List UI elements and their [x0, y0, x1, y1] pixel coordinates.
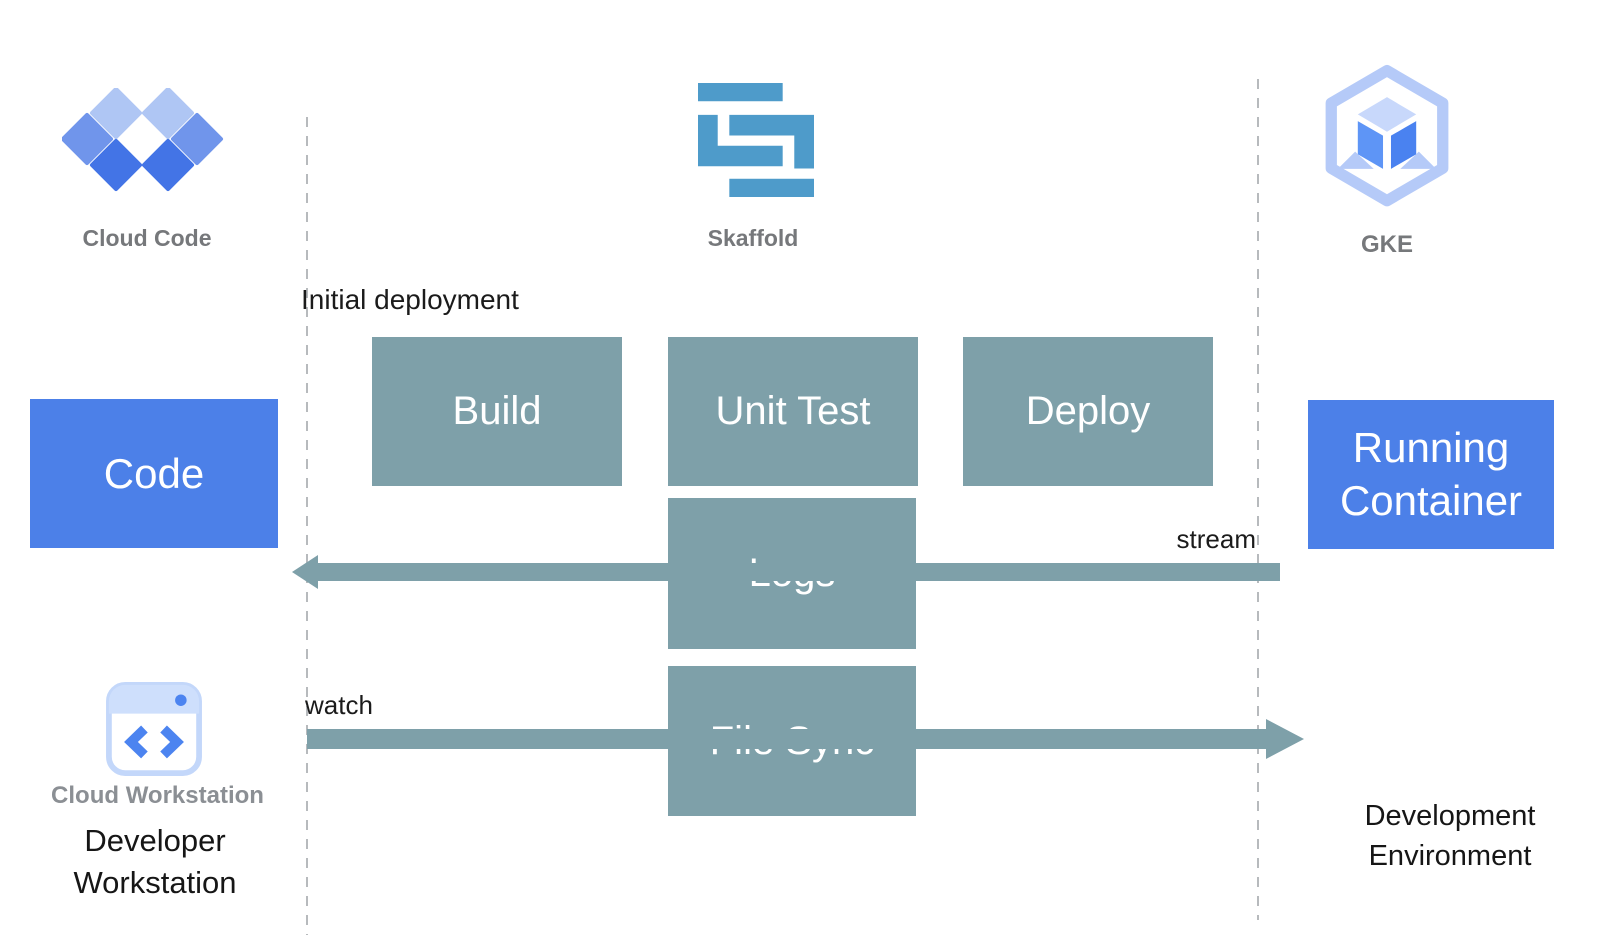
gke-icon — [1325, 64, 1449, 207]
cloud-code-label: Cloud Code — [82, 225, 212, 251]
code-box: Code — [30, 399, 278, 548]
logs-arrow-head-left — [292, 555, 318, 589]
left-lane-divider — [306, 117, 308, 935]
build-box: Build — [372, 337, 622, 486]
skaffold-icon — [698, 83, 814, 197]
cloud-workstation-icon — [106, 682, 202, 776]
developer-workstation-line1: Developer — [84, 823, 226, 858]
right-lane-divider — [1257, 79, 1259, 920]
stream-label: stream — [1176, 524, 1256, 554]
initial-deployment-label: Initial deployment — [301, 284, 519, 315]
developer-workstation-line2: Workstation — [73, 865, 237, 900]
cloud-code-icon — [62, 88, 224, 192]
development-environment-line1: Development — [1364, 800, 1536, 832]
skaffold-label: Skaffold — [707, 225, 799, 251]
developer-workstation-caption: Developer Workstation — [35, 820, 275, 904]
running-container-box: Running Container — [1308, 400, 1554, 549]
file-sync-arrow-head-right — [1266, 719, 1304, 759]
cloud-workstation-label: Cloud Workstation — [51, 782, 264, 809]
development-environment-caption: Development Environment — [1322, 796, 1578, 876]
development-environment-line2: Environment — [1368, 840, 1532, 872]
file-sync-arrow-shaft — [307, 729, 1269, 749]
deploy-box: Deploy — [963, 337, 1213, 486]
logs-arrow-shaft — [314, 563, 1280, 581]
unit-test-box: Unit Test — [668, 337, 918, 486]
watch-label: watch — [305, 690, 373, 720]
gke-label: GKE — [1360, 231, 1413, 258]
